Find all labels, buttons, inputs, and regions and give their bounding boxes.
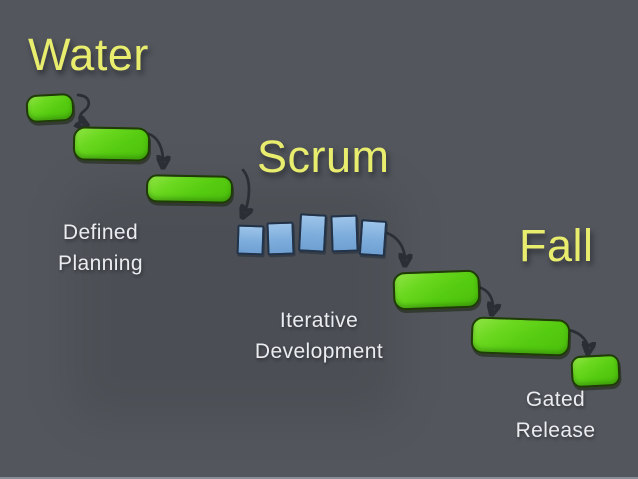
label-defined-planning: Defined Planning bbox=[28, 217, 173, 279]
sprint-block-2 bbox=[266, 221, 295, 256]
arrow-bar4-to-bar5-icon bbox=[476, 285, 493, 313]
title-fall: Fall bbox=[519, 220, 594, 271]
arrow-bar5-to-bar6-icon bbox=[567, 328, 588, 352]
label-defined-planning-line1: Defined bbox=[62, 221, 139, 244]
sprint-block-3 bbox=[298, 213, 327, 253]
sprint-block-1 bbox=[236, 224, 265, 256]
slide-bottom-edge bbox=[0, 477, 638, 479]
label-defined-planning-line2: Planning bbox=[58, 252, 143, 275]
label-iterative-development-line2: Development bbox=[254, 340, 384, 363]
arrow-sprints-to-bar4-icon bbox=[382, 230, 405, 264]
title-scrum: Scrum bbox=[257, 131, 390, 182]
label-iterative-development-line1: Iterative bbox=[279, 309, 359, 332]
label-gated-release: Gated Release bbox=[493, 384, 618, 446]
arrow-bar1-to-bar2-icon bbox=[78, 93, 89, 125]
arrow-bar3-to-sprints-icon bbox=[243, 168, 249, 216]
label-gated-release-line1: Gated bbox=[525, 388, 586, 411]
sprint-block-4 bbox=[330, 214, 359, 253]
sprint-block-5 bbox=[358, 219, 388, 257]
waterfall-bar-2 bbox=[72, 126, 151, 162]
waterfall-bar-1 bbox=[25, 92, 75, 124]
label-gated-release-line2: Release bbox=[515, 419, 596, 442]
title-water: Water bbox=[28, 29, 149, 80]
waterfall-bar-3 bbox=[145, 174, 234, 204]
waterfall-bar-5 bbox=[470, 316, 571, 357]
label-iterative-development: Iterative Development bbox=[214, 305, 424, 367]
